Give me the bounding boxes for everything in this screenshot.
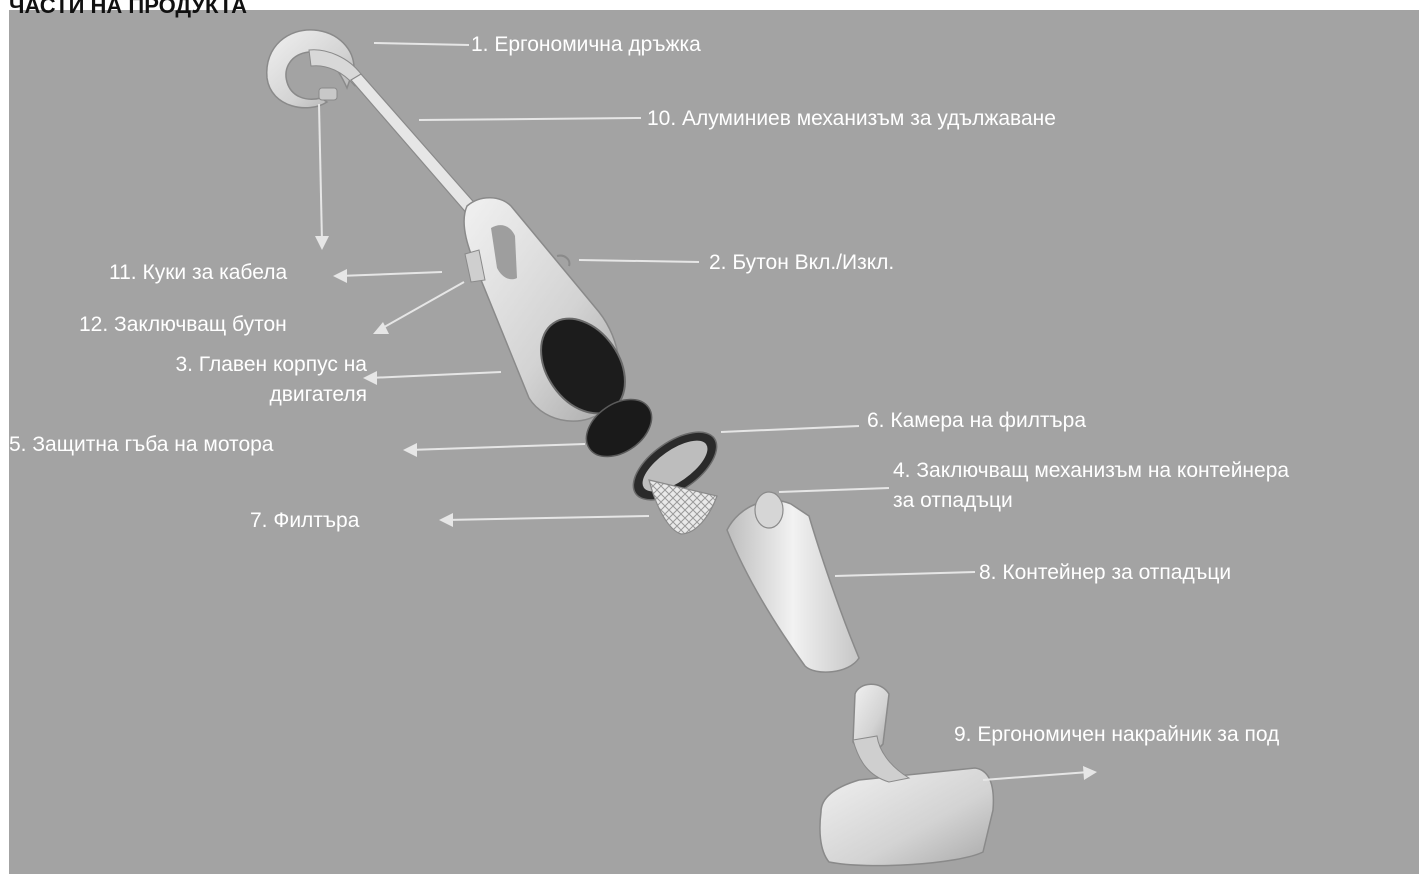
leader-line-2	[579, 260, 699, 262]
label-bin-lock: 4. Заключващ механизъм на контейнера за …	[893, 456, 1289, 516]
label-cord-hooks: 11. Куки за кабела	[109, 258, 287, 288]
arrowhead-12	[373, 322, 389, 334]
ergonomic-handle-part	[267, 30, 361, 108]
aluminium-extension-tube-part	[351, 74, 479, 216]
label-ergonomic-handle: 1. Ергономична дръжка	[471, 30, 701, 60]
arrowhead-11-down	[315, 236, 329, 250]
leader-line-11	[339, 272, 442, 276]
diagram-canvas: ЧАСТИ НА ПРОДУКТА	[9, 10, 1419, 874]
main-motor-body-part	[464, 198, 642, 430]
label-lock-button: 12. Заключващ бутон	[79, 310, 287, 340]
label-bin-lock-line1: 4. Заключващ механизъм на контейнера	[893, 456, 1289, 486]
label-extension-mechanism: 10. Алуминиев механизъм за удължаване	[647, 104, 1056, 134]
leader-line-5	[409, 444, 585, 450]
leader-line-8	[835, 572, 975, 576]
leader-line-11-down	[319, 104, 322, 242]
leader-line-1	[374, 43, 469, 45]
label-motor-body-line1: 3. Главен корпус на	[109, 350, 367, 380]
leader-line-10	[419, 118, 641, 120]
leader-line-12	[379, 282, 464, 330]
leader-line-9	[983, 772, 1089, 780]
arrowhead-9	[1083, 766, 1097, 780]
leader-line-3	[369, 372, 501, 378]
label-power-button: 2. Бутон Вкл./Изкл.	[709, 248, 894, 278]
leader-line-4	[779, 488, 889, 492]
dust-container-part	[727, 492, 859, 672]
arrowhead-5	[403, 443, 417, 457]
label-filter-chamber: 6. Камера на филтъра	[867, 406, 1086, 436]
leader-line-6	[721, 426, 859, 432]
floor-nozzle-part	[820, 684, 993, 865]
arrowhead-7	[439, 513, 453, 527]
label-floor-nozzle: 9. Ергономичен накрайник за под	[954, 720, 1279, 750]
label-bin-lock-line2: за отпадъци	[893, 486, 1289, 516]
label-motor-body-line2: двигателя	[109, 380, 367, 410]
label-dust-container: 8. Контейнер за отпадъци	[979, 558, 1231, 588]
arrowhead-11	[333, 269, 347, 283]
label-motor-body: 3. Главен корпус на двигателя	[109, 350, 367, 410]
label-filter: 7. Филтъра	[250, 506, 359, 536]
leader-line-7	[445, 516, 649, 520]
label-motor-sponge: 5. Защитна гъба на мотора	[9, 430, 273, 460]
